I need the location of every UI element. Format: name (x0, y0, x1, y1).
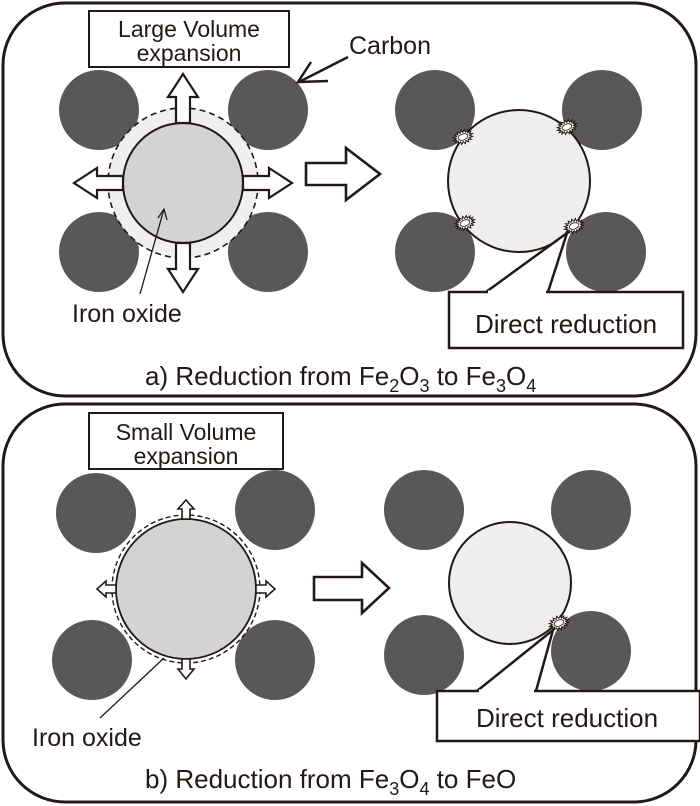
expansion-label-line2: expansion (137, 40, 242, 66)
direct-reduction-callout-pointer (476, 626, 556, 692)
expansion-label-box (88, 412, 284, 470)
carbon-particle (562, 70, 642, 150)
carbon-particle (59, 70, 139, 150)
panel-b-after: Direct reduction (384, 470, 700, 743)
iron-oxide-particle (115, 518, 257, 660)
carbon-particle (395, 212, 475, 292)
carbon-particle (551, 470, 631, 550)
reaction-site-icon (451, 128, 475, 146)
panel-a-after: Direct reduction (395, 70, 685, 350)
direct-reduction-label: Direct reduction (476, 703, 658, 733)
expansion-arrow-right-icon (255, 579, 277, 599)
expansion-label-line1: Large Volume (118, 16, 260, 42)
expansion-label-line2: expansion (134, 443, 239, 469)
carbon-particle (228, 70, 308, 150)
carbon-pointer-arrow (298, 55, 349, 84)
expansion-label-box (88, 10, 290, 68)
panel-b-before: Small Volume expansion Iron oxide (32, 412, 315, 752)
carbon-particle (52, 620, 132, 700)
panel-a: Large Volume expansion Carbon Iron oxide (1, 1, 698, 398)
transition-arrow-icon (312, 560, 391, 616)
panel-a-before: Large Volume expansion Carbon Iron oxide (59, 10, 431, 328)
spark-core (459, 219, 471, 227)
spark-core (457, 133, 469, 141)
iron-oxide-label: Iron oxide (32, 724, 142, 752)
iron-oxide-particle (122, 122, 244, 244)
expansion-arrow-up-icon (165, 71, 201, 125)
transition-arrow-icon (304, 145, 383, 203)
reaction-site-icon (547, 614, 571, 632)
carbon-particle (59, 212, 139, 292)
spark-core (561, 123, 573, 131)
carbon-particle (395, 70, 475, 150)
panel-a-frame (1, 1, 698, 398)
reduced-oxide-particle (447, 109, 591, 253)
direct-reduction-callout-pointer (485, 229, 570, 294)
expansion-arrow-down-icon (165, 241, 201, 295)
expansion-arrow-down-icon (176, 658, 196, 681)
carbon-particle (228, 212, 308, 292)
reduced-oxide-particle (448, 521, 572, 645)
panel-b-caption: b) Reduction from Fe3O4 to FeO (145, 764, 516, 799)
carbon-label: Carbon (349, 32, 431, 60)
expansion-arrow-left-icon (71, 165, 125, 201)
spark-core (568, 222, 580, 230)
carbon-particle (566, 212, 646, 292)
iron-oxide-pointer-head (157, 207, 168, 221)
direct-reduction-box (435, 689, 700, 743)
carbon-particle (384, 615, 464, 695)
carbon-pointer-head (295, 61, 329, 84)
iron-oxide-pointer (99, 657, 165, 719)
carbon-particle (56, 473, 136, 553)
spark-core (553, 619, 565, 627)
direct-reduction-label: Direct reduction (475, 309, 657, 339)
expansion-arrow-right-icon (241, 165, 295, 201)
reaction-site-icon (453, 214, 477, 232)
carbon-particle (551, 611, 631, 691)
panel-a-caption: a) Reduction from Fe2O3 to Fe3O4 (145, 361, 536, 396)
carbon-particle (384, 470, 464, 550)
reaction-site-icon (555, 118, 579, 136)
iron-oxide-pointer (139, 208, 165, 295)
carbon-particle (235, 620, 315, 700)
direct-reduction-box (447, 290, 685, 350)
reaction-site-icon (562, 217, 586, 235)
panel-b: Small Volume expansion Iron oxide Direct… (1, 402, 700, 804)
expansion-arrow-left-icon (95, 579, 117, 599)
iron-oxide-label: Iron oxide (72, 300, 182, 328)
carbon-particle (235, 470, 315, 550)
expansion-label-line1: Small Volume (116, 419, 257, 445)
panel-b-frame (1, 402, 698, 804)
expansion-arrow-up-icon (176, 498, 196, 520)
